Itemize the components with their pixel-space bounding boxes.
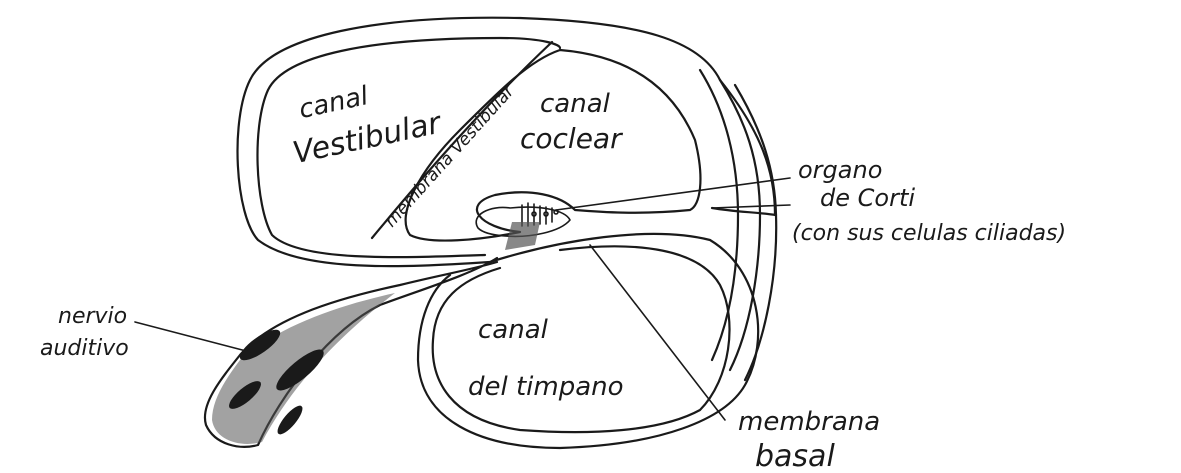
leader-nervio xyxy=(135,322,250,352)
label-canal-del-timpano: canal del timpano xyxy=(468,315,624,402)
leader-organo-2 xyxy=(712,205,790,208)
label-membrana-basal: membrana basal xyxy=(738,407,888,473)
tympanic-canal-outer xyxy=(418,234,758,448)
label-organo-de-corti: organo de Corti (con sus celulas ciliada… xyxy=(792,156,1066,246)
label-membrana-vestibular: membrana Vestibular xyxy=(381,81,519,231)
label-canal-vestibular: canal Vestibular xyxy=(282,67,446,171)
leader-organo xyxy=(556,178,790,210)
spiral-lamina-shading xyxy=(505,222,540,250)
label-nervio-auditivo: nervio auditivo xyxy=(40,304,134,361)
cochlear-spiral-turns xyxy=(700,70,776,380)
label-canal-coclear: canal coclear xyxy=(520,89,623,155)
